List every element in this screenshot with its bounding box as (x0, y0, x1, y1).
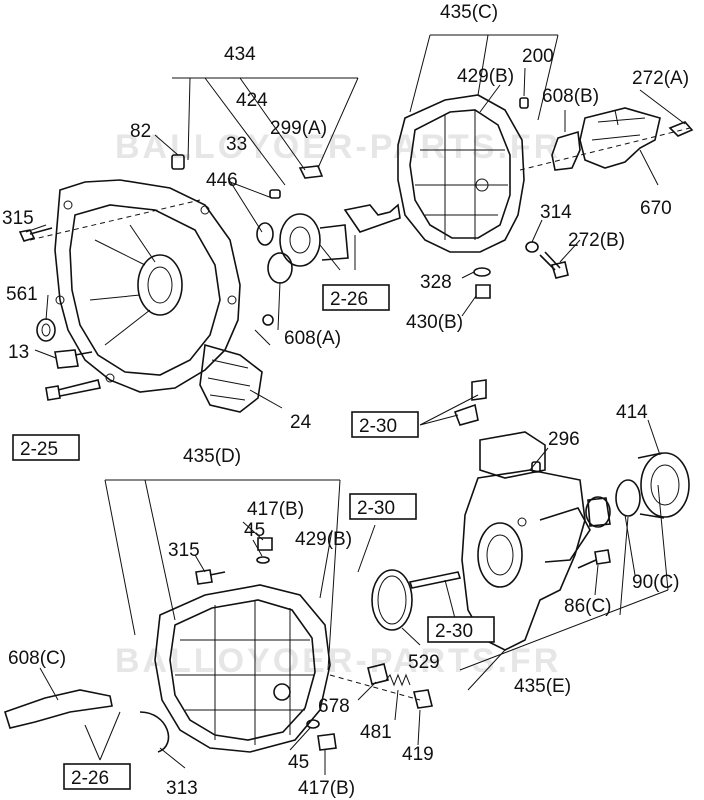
label-414: 414 (616, 402, 648, 423)
bolt-315-top (18, 227, 53, 242)
extension-435e (461, 431, 591, 651)
label-299a: 299(A) (270, 118, 327, 139)
plug-419 (413, 689, 433, 709)
watermark-top: BALLOYOER-PARTS.FR (115, 128, 561, 166)
plug-430b (475, 284, 491, 299)
label-417b-top: 417(B) (247, 499, 304, 520)
label-435e: 435(E) (514, 676, 571, 697)
ref-box-2-26-bottom[interactable] (63, 763, 131, 790)
ref-box-2-26-top[interactable] (322, 284, 390, 311)
label-430b: 430(B) (406, 312, 463, 333)
lever-2-30 (408, 571, 462, 589)
ring-90c (615, 479, 641, 517)
label-424: 424 (236, 90, 268, 111)
label-13: 13 (8, 342, 29, 363)
plug-200 (519, 97, 529, 109)
ref-2-30-b: 2-30 (357, 498, 395, 519)
label-328: 328 (420, 272, 452, 293)
label-24: 24 (290, 412, 312, 433)
label-45-top: 45 (244, 520, 265, 541)
label-481: 481 (360, 722, 392, 743)
ring-529 (371, 569, 413, 631)
stud-13 (54, 349, 93, 369)
label-429b-bottom: 429(B) (295, 529, 352, 550)
ref-2-30-c: 2-30 (435, 621, 473, 642)
label-200: 200 (522, 46, 554, 67)
ref-box-2-30-c[interactable] (427, 616, 495, 643)
label-314: 314 (540, 202, 572, 223)
washer-328 (473, 267, 491, 277)
label-419: 419 (402, 744, 434, 765)
plug-417b-top (256, 537, 273, 564)
bolt-315-bottom (195, 569, 226, 585)
ref-box-2-30-a[interactable] (351, 411, 419, 438)
ref-box-2-25[interactable] (12, 434, 80, 461)
reference-boxes: 2-26 2-25 2-30 2-30 2-30 2-26 (12, 284, 495, 790)
label-608c: 608(C) (8, 648, 66, 669)
bracket-2-30-top (453, 379, 487, 426)
bolt-272a (668, 121, 694, 137)
leader-lines (25, 34, 691, 775)
case-435c (397, 94, 525, 253)
ref-2-25: 2-25 (20, 439, 58, 460)
label-272b: 272(B) (568, 230, 625, 251)
label-82: 82 (130, 121, 151, 142)
spring-481 (385, 673, 411, 687)
label-561: 561 (6, 284, 38, 305)
bolt-2-25 (45, 379, 101, 401)
label-315-top: 315 (2, 208, 34, 229)
label-608a: 608(A) (284, 328, 341, 349)
spring-678 (367, 663, 389, 685)
cover-670 (579, 107, 661, 169)
label-296: 296 (548, 429, 580, 450)
label-608b: 608(B) (542, 86, 599, 107)
gear-608a (256, 165, 401, 326)
label-434: 434 (224, 44, 256, 65)
label-670: 670 (640, 198, 672, 219)
bushing (585, 496, 611, 528)
fork-608c (4, 689, 113, 729)
label-315-bottom: 315 (168, 540, 200, 561)
ref-2-26-top: 2-26 (330, 289, 368, 310)
label-435d: 435(D) (183, 446, 241, 467)
part-labels: 435(C) 434 200 429(B) 424 299(A) 272(A) … (2, 2, 689, 799)
label-529: 529 (408, 652, 440, 673)
label-272a: 272(A) (632, 68, 689, 89)
label-86c: 86(C) (564, 596, 612, 617)
label-90c: 90(C) (632, 572, 680, 593)
release-fork (199, 343, 263, 413)
label-446: 446 (206, 170, 238, 191)
label-313: 313 (166, 778, 198, 799)
seal-561 (36, 318, 56, 342)
clutch-housing (54, 179, 241, 393)
label-435c: 435(C) (440, 2, 498, 23)
washer-314 (525, 241, 539, 253)
bolt-86c (577, 549, 611, 569)
label-429b-top: 429(B) (457, 66, 514, 87)
ref-box-2-30-b[interactable] (349, 493, 417, 520)
bearing-414 (637, 452, 690, 519)
snap-ring-313 (139, 711, 170, 753)
ref-2-26-bottom: 2-26 (71, 768, 109, 789)
plug-417b-bottom (306, 719, 337, 751)
label-33: 33 (226, 134, 247, 155)
bolt-272b (539, 251, 569, 279)
ref-2-30-a: 2-30 (359, 416, 397, 437)
label-45-bottom: 45 (288, 752, 309, 773)
label-417b-bottom: 417(B) (298, 778, 355, 799)
label-678: 678 (318, 696, 350, 717)
bracket-608b (551, 130, 581, 171)
